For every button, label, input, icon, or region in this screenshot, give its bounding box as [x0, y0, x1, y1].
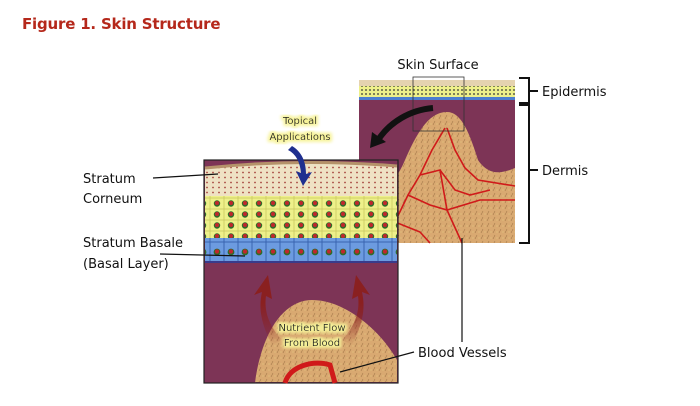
- layer-brackets: [519, 77, 538, 244]
- zoom-arrow-icon: [375, 105, 434, 142]
- magnified-epidermis: [203, 146, 399, 384]
- label-dermis: Dermis: [542, 164, 588, 179]
- label-topical-2: Applications: [269, 132, 330, 143]
- zoom-region-box: [412, 76, 465, 132]
- label-stratum-basale-1: Stratum Basale: [83, 236, 183, 251]
- label-epidermis: Epidermis: [542, 85, 607, 100]
- label-nutrient-2: From Blood: [284, 338, 340, 349]
- label-stratum-corneum-1: Stratum: [83, 172, 136, 187]
- label-stratum-corneum-2: Corneum: [83, 192, 142, 207]
- figure-title: Figure 1. Skin Structure: [22, 15, 221, 33]
- topical-arrow-icon: [288, 146, 312, 186]
- nutrient-arrow-right-icon: [342, 275, 370, 345]
- basal-layer: [205, 238, 397, 262]
- label-blood-vessels: Blood Vessels: [418, 346, 507, 361]
- spinous-layer: [205, 196, 397, 238]
- nutrient-arrow-left-icon: [254, 275, 282, 345]
- label-nutrient-1: Nutrient Flow: [278, 323, 345, 334]
- label-skin-surface: Skin Surface: [397, 58, 478, 73]
- label-leader-lines: [152, 173, 463, 373]
- blood-vessel-magnified: [282, 360, 338, 384]
- label-topical-1: Topical: [282, 116, 317, 127]
- label-stratum-basale-2: (Basal Layer): [83, 257, 169, 272]
